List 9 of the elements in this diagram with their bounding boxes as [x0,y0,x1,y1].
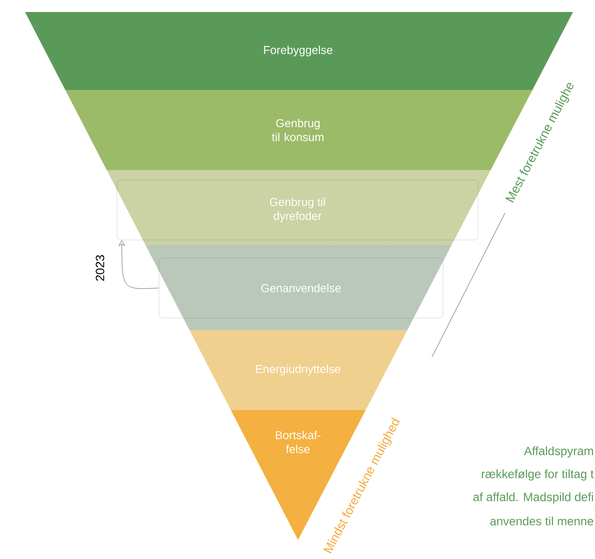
caption-text: rækkefølge for tiltag t [482,469,594,481]
caption-text: af affald. Madspild defi [473,492,593,504]
pyramid-band: Genbrug til dyrefoder [106,170,491,245]
arrow [118,240,159,289]
edge-label: 2023 [96,255,104,281]
pyramid-band: Genanvendelse [146,244,452,330]
caption-text: anvendes til menne [490,516,594,526]
pyramid-band: Energiudnyttelse [189,330,408,410]
caption-text: Affaldspyram [524,446,593,458]
